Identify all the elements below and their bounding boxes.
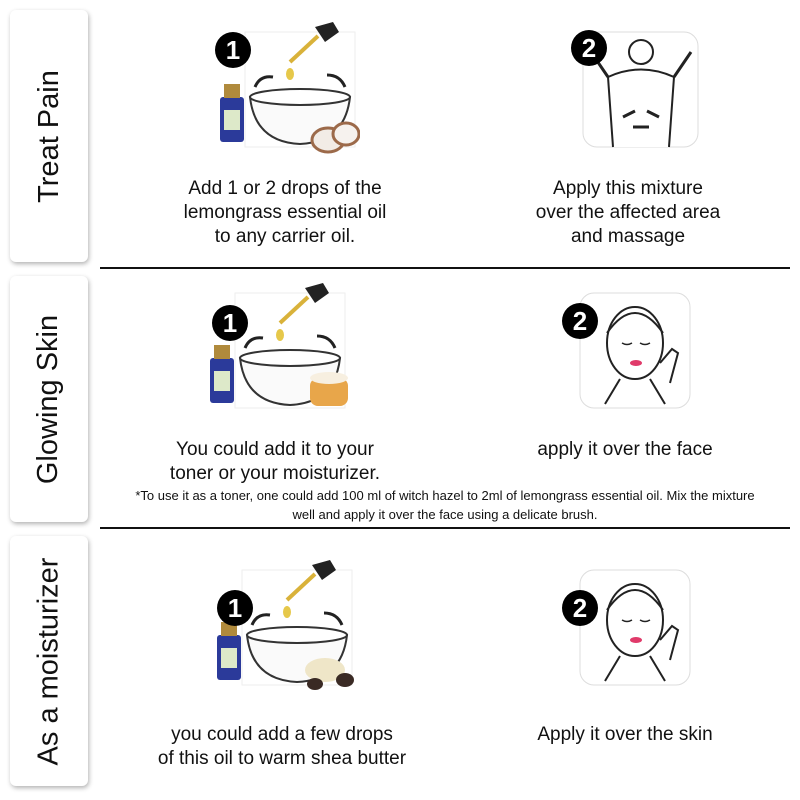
section-title: Glowing Skin xyxy=(32,314,65,484)
divider xyxy=(100,267,790,269)
step-card: 2 Apply it over the skin xyxy=(475,560,775,747)
face-application-illustration xyxy=(579,569,691,686)
step-caption: Apply it over the skin xyxy=(537,724,713,745)
section-tab-glowing-skin: Glowing Skin xyxy=(10,276,88,522)
step-number-badge: 2 xyxy=(562,303,598,339)
mixing-bowl-illustration xyxy=(218,20,361,154)
mixing-bowl-illustration xyxy=(208,281,348,410)
section-title: As a moisturizer xyxy=(32,557,65,765)
section-tab-treat-pain: Treat Pain xyxy=(10,10,88,262)
step-caption: apply it over the face xyxy=(537,439,713,460)
section-tab-moisturizer: As a moisturizer xyxy=(10,536,88,786)
step-number-badge: 1 xyxy=(217,590,253,626)
section-title: Treat Pain xyxy=(32,69,65,203)
step-card: 2 apply it over the face xyxy=(475,283,775,462)
step-number-badge: 2 xyxy=(562,590,598,626)
toner-note: *To use it as a toner, one could add 100… xyxy=(135,488,755,522)
step-number-badge: 2 xyxy=(571,30,607,66)
step-number-badge: 1 xyxy=(215,32,251,68)
step-number-badge: 1 xyxy=(212,305,248,341)
divider xyxy=(100,527,790,529)
mixing-bowl-illustration xyxy=(215,558,354,690)
